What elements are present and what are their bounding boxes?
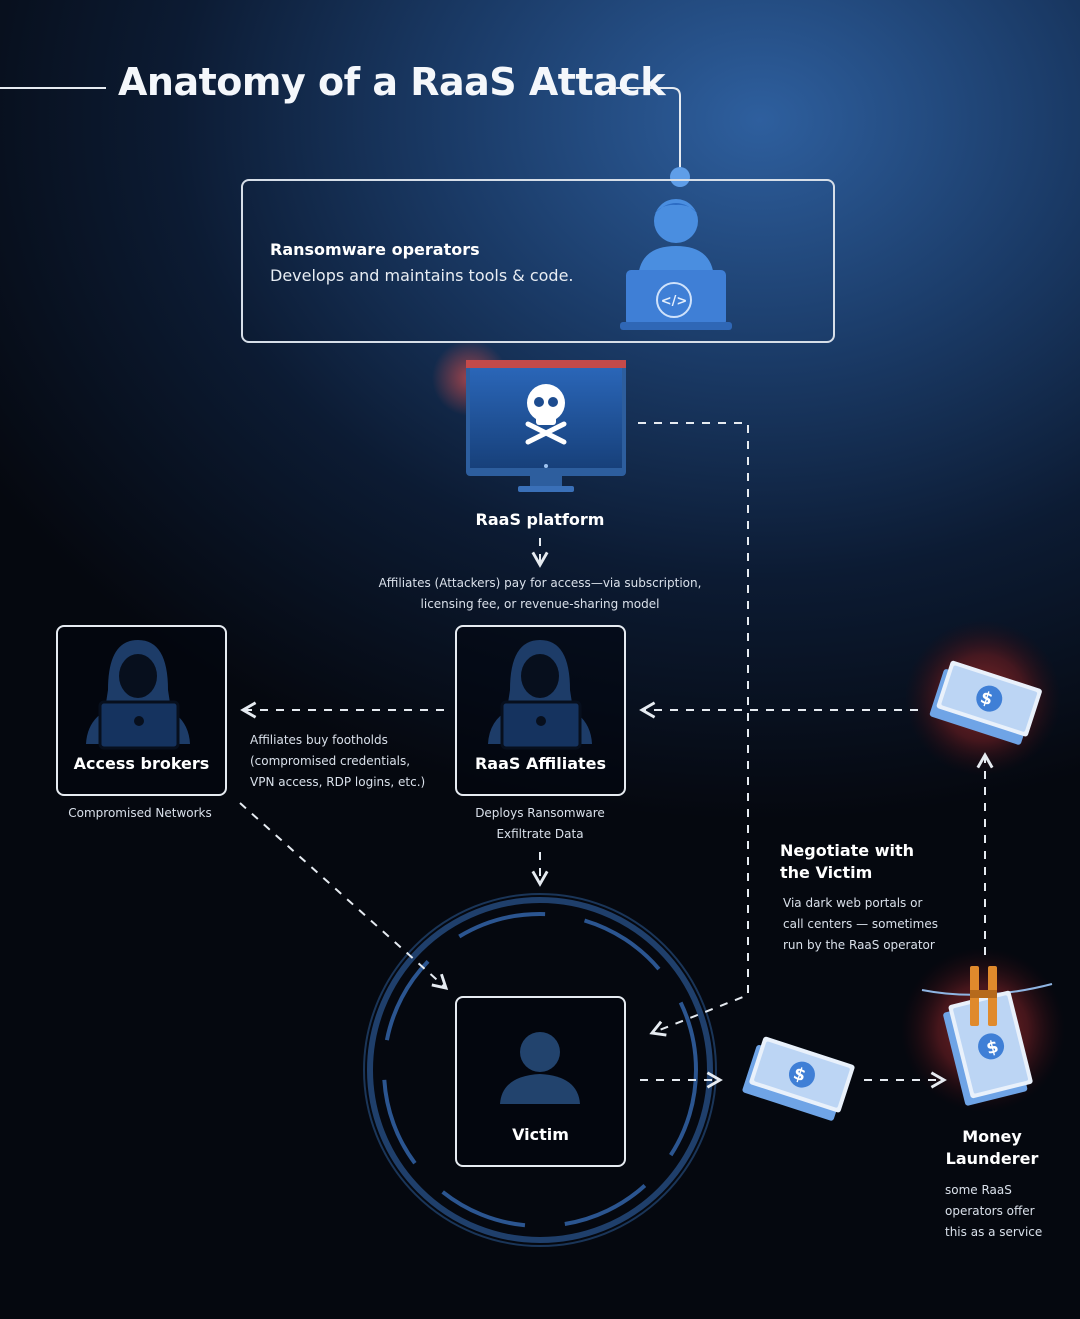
platform-note-line2: licensing fee, or revenue-sharing model bbox=[420, 597, 660, 611]
affiliates-sublabel: Deploys Ransomware Exfiltrate Data bbox=[440, 803, 640, 845]
launderer-title-line2: Launderer bbox=[945, 1149, 1039, 1168]
footholds-line2: (compromised credentials, bbox=[250, 754, 411, 768]
launderer-title-line1: Money bbox=[962, 1127, 1022, 1146]
victim-card bbox=[455, 996, 626, 1167]
skull-icon bbox=[525, 384, 567, 445]
negotiate-title-line1: Negotiate with bbox=[780, 841, 914, 860]
code-icon: </> bbox=[661, 294, 688, 309]
launderer-note: some RaaS operators offer this as a serv… bbox=[945, 1180, 1075, 1243]
victim-ring bbox=[363, 893, 717, 1247]
affiliates-card bbox=[455, 625, 626, 796]
platform-note-line1: Affiliates (Attackers) pay for access—vi… bbox=[378, 576, 702, 590]
operator-icon bbox=[620, 199, 732, 330]
connector-dot bbox=[670, 167, 690, 187]
launderer-line3: this as a service bbox=[945, 1225, 1043, 1239]
negotiate-line3: run by the RaaS operator bbox=[783, 938, 935, 952]
footholds-line1: Affiliates buy footholds bbox=[250, 733, 388, 747]
launderer-line1: some RaaS bbox=[945, 1183, 1012, 1197]
platform-monitor-icon bbox=[432, 340, 626, 492]
access-brokers-card bbox=[56, 625, 227, 796]
clothespin-icon bbox=[970, 966, 997, 1026]
affiliates-sub1: Deploys Ransomware bbox=[475, 806, 605, 820]
cash-icon-middle bbox=[742, 1036, 855, 1121]
negotiate-title: Negotiate with the Victim bbox=[780, 840, 914, 884]
operators-title: Ransomware operators bbox=[270, 240, 480, 259]
dollar-icon-middle: $ bbox=[791, 1064, 808, 1087]
dashed-connectors bbox=[239, 422, 994, 1089]
platform-label: RaaS platform bbox=[475, 510, 605, 529]
negotiate-title-line2: the Victim bbox=[780, 863, 873, 882]
operators-box bbox=[241, 179, 835, 343]
dollar-icon-hanging: $ bbox=[984, 1037, 1000, 1059]
launderer-line2: operators offer bbox=[945, 1204, 1035, 1218]
cash-icon-hanging bbox=[943, 990, 1033, 1106]
victim-label: Victim bbox=[512, 1125, 569, 1144]
negotiate-line1: Via dark web portals or bbox=[783, 896, 923, 910]
affiliates-label: RaaS Affiliates bbox=[474, 754, 607, 773]
negotiate-note: Via dark web portals or call centers — s… bbox=[783, 893, 973, 956]
access-brokers-sublabel: Compromised Networks bbox=[68, 806, 212, 820]
launderer-title: Money Launderer bbox=[925, 1126, 1059, 1170]
operators-description: Develops and maintains tools & code. bbox=[270, 266, 574, 285]
footholds-note: Affiliates buy footholds (compromised cr… bbox=[250, 730, 450, 793]
affiliates-sub2: Exfiltrate Data bbox=[496, 827, 584, 841]
negotiate-line2: call centers — sometimes bbox=[783, 917, 938, 931]
access-brokers-label: Access brokers bbox=[73, 754, 210, 773]
footholds-line3: VPN access, RDP logins, etc.) bbox=[250, 775, 426, 789]
title-connector bbox=[0, 87, 681, 172]
dollar-icon-top: $ bbox=[978, 688, 995, 711]
page-title: Anatomy of a RaaS Attack bbox=[118, 60, 666, 104]
platform-note: Affiliates (Attackers) pay for access—vi… bbox=[330, 573, 750, 615]
cash-icon-top bbox=[929, 660, 1042, 745]
